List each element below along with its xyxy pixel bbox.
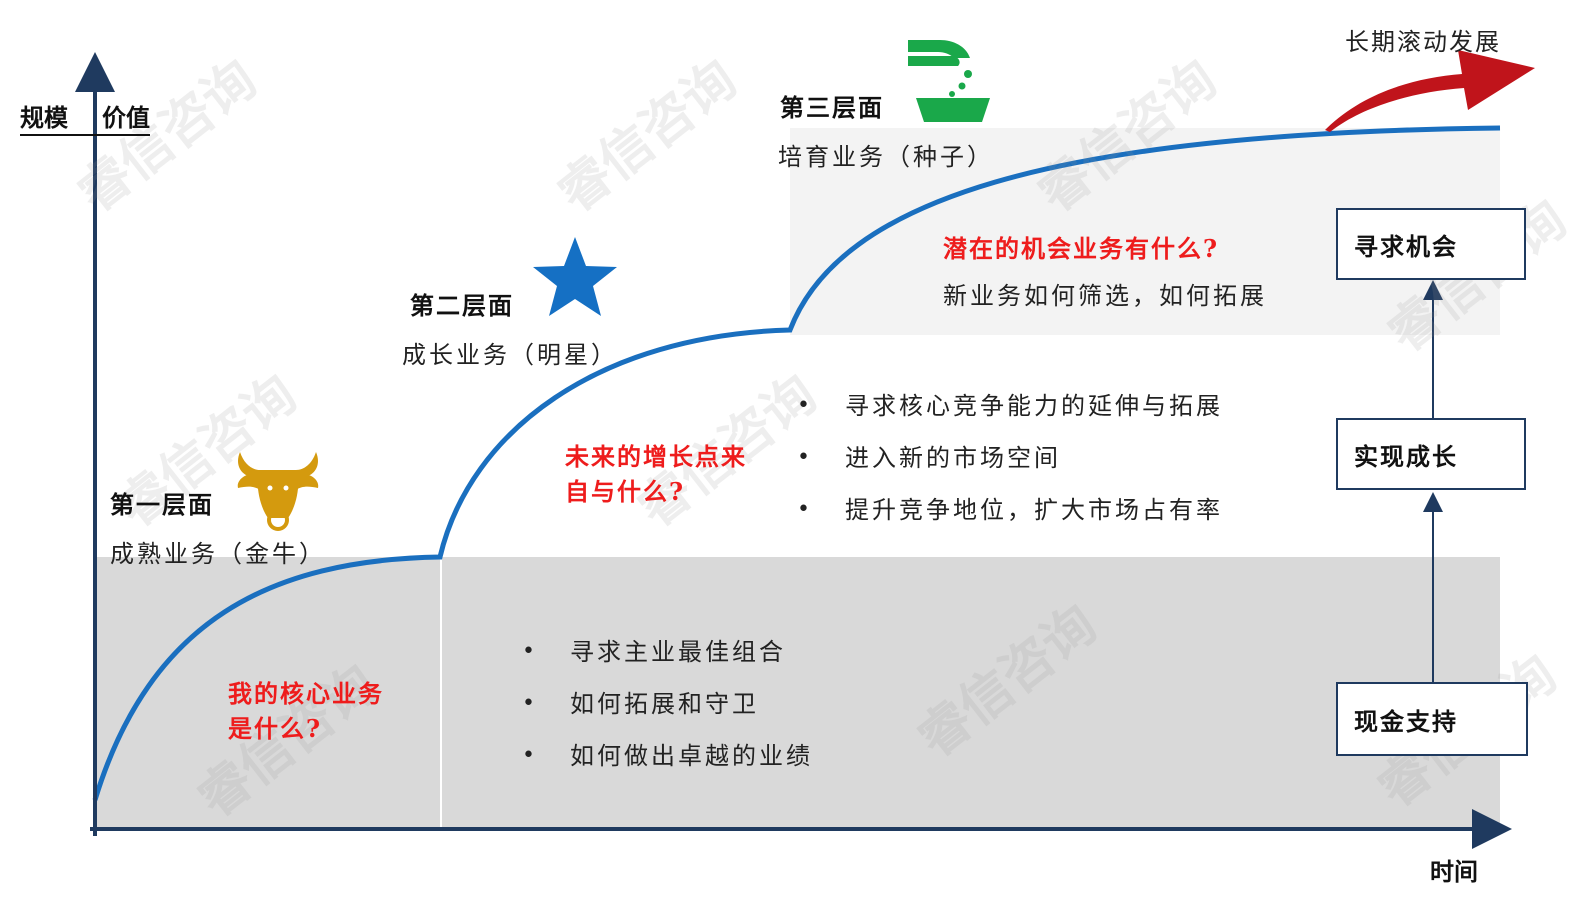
layer-2-subtitle: 成长业务（明星）: [402, 341, 618, 369]
trend-label: 长期滚动发展: [1345, 28, 1501, 56]
star-icon: [533, 237, 617, 316]
y-axis-label: 规模 价值: [20, 98, 150, 136]
layer-1-bullets: 寻求主业最佳组合 如何拓展和守卫 如何做出卓越的业绩: [522, 626, 813, 782]
layer-3-question: 潜在的机会业务有什么?: [943, 234, 1220, 263]
layer-2-bullet: 提升竞争地位，扩大市场占有率: [797, 484, 1223, 536]
layer-2-bullet: 寻求核心竞争能力的延伸与拓展: [797, 380, 1223, 432]
layer-1-subtitle: 成熟业务（金牛）: [110, 540, 326, 568]
bull-icon: [237, 452, 319, 531]
layer-3-title: 第三层面: [780, 93, 884, 122]
y-axis-label-value: 价值: [102, 103, 150, 132]
stage-box-seek-opportunity: 寻求机会: [1336, 208, 1526, 280]
layer-1-bullet: 如何做出卓越的业绩: [522, 730, 813, 782]
layer-1-question: 我的核心业务 是什么?: [228, 676, 384, 746]
layer-3-subtitle: 培育业务（种子）: [778, 143, 994, 171]
stage-box-realize-growth: 实现成长: [1336, 418, 1526, 490]
growth-curve: [92, 125, 1501, 801]
layer-2-bullet: 进入新的市场空间: [797, 432, 1223, 484]
layer-1-bullet: 如何拓展和守卫: [522, 678, 813, 730]
layer-2-question: 未来的增长点来 自与什么?: [565, 439, 747, 509]
long-term-arrow-icon: [1325, 50, 1535, 132]
layer-2-bullets: 寻求核心竞争能力的延伸与拓展 进入新的市场空间 提升竞争地位，扩大市场占有率: [797, 380, 1223, 536]
layer-1-question-line-2: 是什么?: [228, 714, 323, 743]
layer-3-note: 新业务如何筛选，如何拓展: [943, 282, 1267, 310]
layer-1-bullet: 寻求主业最佳组合: [522, 626, 813, 678]
stage-box-cash-support: 现金支持: [1336, 682, 1528, 756]
layer-1-question-line-1: 我的核心业务: [228, 679, 384, 708]
layer-1-title: 第一层面: [110, 490, 214, 519]
first-curve-fill: [95, 557, 440, 829]
y-axis-label-scale: 规模: [20, 103, 68, 132]
layer-2-question-line-1: 未来的增长点来: [565, 442, 747, 471]
seed-planting-icon: [908, 40, 990, 122]
layer-2-question-line-2: 自与什么?: [565, 477, 686, 506]
x-axis-label: 时间: [1430, 857, 1478, 886]
layer-2-title: 第二层面: [410, 291, 514, 320]
